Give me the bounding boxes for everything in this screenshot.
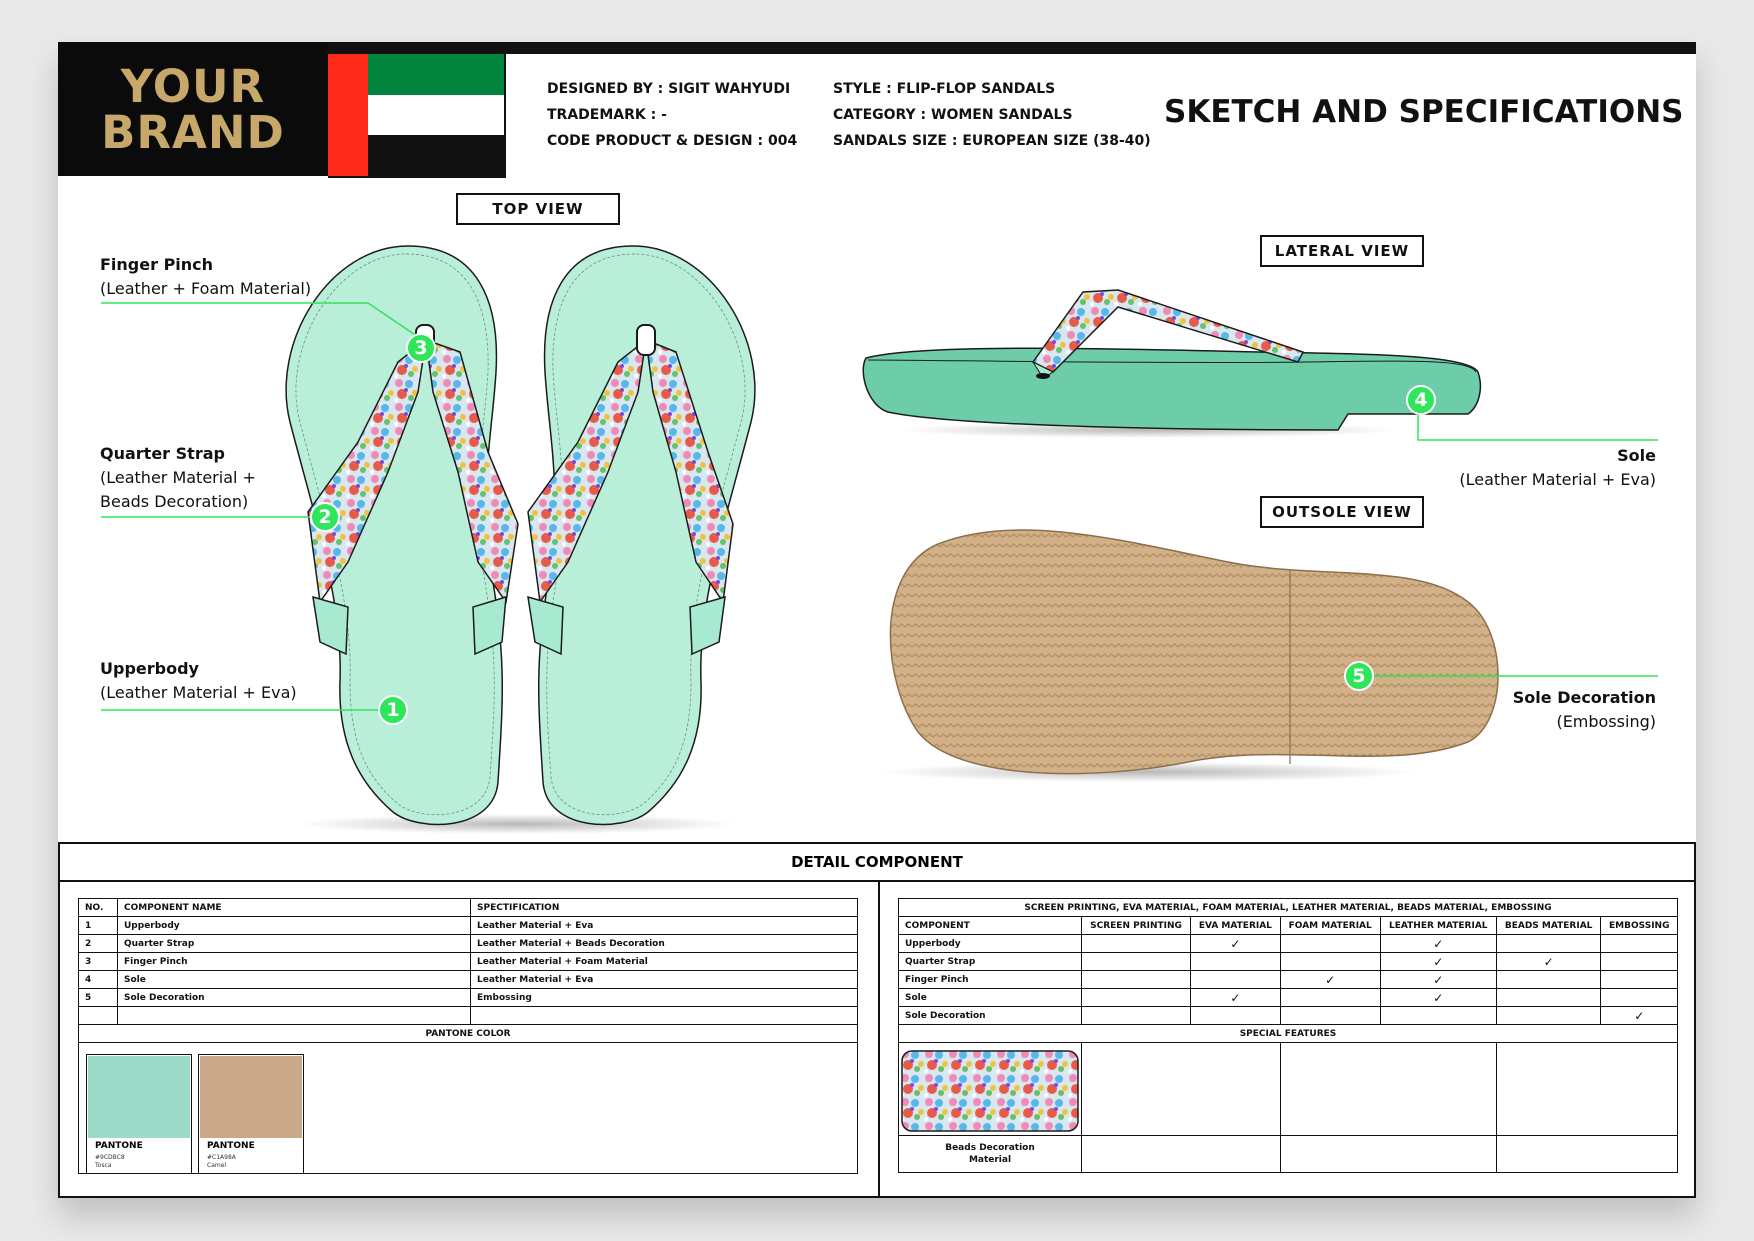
spec-sheet: YOUR BRAND DESIGNED BY : SIGIT WAHYUDI T… (58, 42, 1696, 1198)
materials-row: Finger Pinch✓✓ (898, 970, 1678, 989)
lateral-view-sketch (862, 289, 1482, 438)
pantone-area (78, 1042, 858, 1174)
brand-line-2: BRAND (101, 106, 285, 159)
callout-finger-pinch: Finger Pinch (Leather + Foam Material) (100, 255, 312, 298)
detail-title: DETAIL COMPONENT (60, 844, 1694, 882)
materials-row: Upperbody✓✓ (898, 934, 1678, 953)
designed-by: DESIGNED BY : SIGIT WAHYUDI (547, 81, 791, 97)
brand-logo: YOUR BRAND (58, 42, 328, 176)
marker-2: 2 (310, 502, 340, 532)
marker-4: 4 (1406, 385, 1436, 415)
swatch-color (200, 1056, 302, 1138)
sketch-canvas (101, 245, 1658, 834)
materials-header-row: COMPONENT SCREEN PRINTING EVA MATERIAL F… (898, 916, 1678, 935)
materials-row: Sole Decoration✓ (898, 1006, 1678, 1025)
materials-row: Quarter Strap✓✓ (898, 952, 1678, 971)
special-features-row (898, 1042, 1679, 1136)
top-bar (58, 42, 1696, 54)
trademark: TRADEMARK : - (547, 107, 667, 123)
pantone-swatch-tosca: PANTONE #9CDBC8 Tosca (86, 1054, 192, 1174)
marker-1: 1 (378, 695, 408, 725)
materials-title-row: SCREEN PRINTING, EVA MATERIAL, FOAM MATE… (898, 898, 1678, 917)
page-title: SKETCH AND SPECIFICATIONS (1164, 94, 1684, 130)
product-code: CODE PRODUCT & DESIGN : 004 (547, 133, 798, 149)
pantone-title-row: PANTONE COLOR (78, 1024, 858, 1043)
marker-5: 5 (1344, 661, 1374, 691)
marker-3: 3 (406, 333, 436, 363)
special-feature-image-cell (898, 1042, 1082, 1136)
brand-line-1: YOUR (120, 60, 266, 113)
category: CATEGORY : WOMEN SANDALS (833, 107, 1073, 123)
lateral-view-label: LATERAL VIEW (1260, 235, 1424, 267)
product-info: STYLE : FLIP-FLOP SANDALS CATEGORY : WOM… (833, 76, 1151, 154)
materials-table: SCREEN PRINTING, EVA MATERIAL, FOAM MATE… (898, 898, 1679, 1173)
left-sandal (285, 245, 519, 826)
special-features-label-row: Beads Decoration Material (898, 1135, 1679, 1173)
pantone-swatch-camel: PANTONE #C1A98A Camel (198, 1054, 304, 1174)
callout-sole: Sole (Leather Material + Eva) (1459, 446, 1656, 489)
right-sandal (527, 245, 756, 826)
detail-component-panel: DETAIL COMPONENT NO. COMPONENT NAME SPEC… (58, 842, 1696, 1198)
sandal-size: SANDALS SIZE : EUROPEAN SIZE (38-40) (833, 133, 1151, 149)
swatch-color (88, 1056, 190, 1138)
callout-quarter-strap: Quarter Strap (Leather Material + Beads … (100, 444, 256, 511)
designer-info: DESIGNED BY : SIGIT WAHYUDI TRADEMARK : … (547, 76, 797, 154)
top-view-label: TOP VIEW (456, 193, 620, 225)
special-features-title-row: SPECIAL FEATURES (898, 1024, 1678, 1043)
special-feature-label: Beads Decoration Material (898, 1135, 1082, 1173)
table-row-empty (78, 1006, 858, 1025)
detail-divider (878, 880, 880, 1198)
beads-decoration-image (901, 1050, 1079, 1132)
materials-row: Sole✓✓ (898, 988, 1678, 1007)
top-view-shadow (298, 814, 738, 834)
table-header-row: NO. COMPONENT NAME SPECTIFICATION (78, 898, 858, 917)
callout-upperbody: Upperbody (Leather Material + Eva) (100, 659, 297, 702)
outsole-view-label: OUTSOLE VIEW (1260, 496, 1424, 528)
style: STYLE : FLIP-FLOP SANDALS (833, 81, 1056, 97)
outsole-view-sketch (878, 529, 1499, 782)
uae-flag (328, 54, 506, 178)
callout-sole-decoration: Sole Decoration (Embossing) (1512, 688, 1656, 731)
